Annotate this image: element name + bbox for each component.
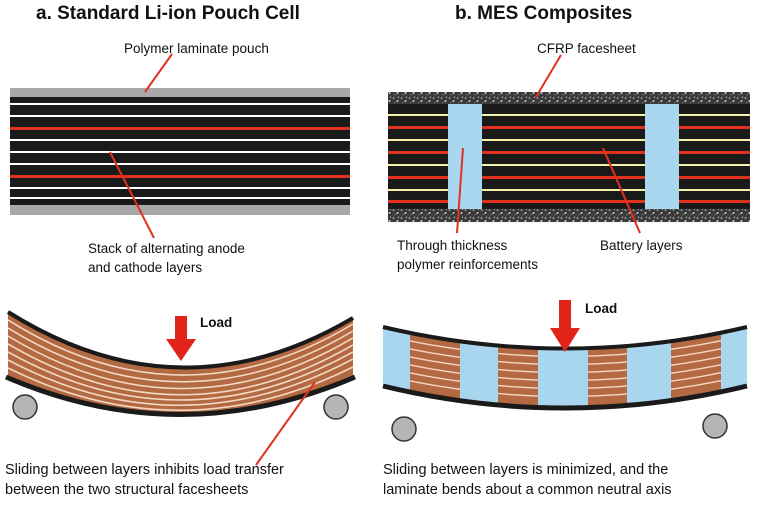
cfrp-bottom-facesheet: [388, 209, 750, 222]
pouch-bottom-sheet: [10, 205, 350, 215]
support-right-b: [702, 413, 728, 439]
load-label-a: Load: [200, 315, 233, 330]
pouch-cell-stack: [10, 88, 350, 215]
reinforcement-column: [645, 104, 679, 209]
pouch-top-sheet: [10, 88, 350, 97]
battery-segment: [498, 341, 538, 407]
caption-a-line1: Sliding between layers inhibits load tra…: [5, 462, 284, 478]
sliding-leader-a: [255, 381, 316, 466]
bent-pouch-cell: [5, 310, 356, 417]
panel-b-title: b. MES Composites: [455, 3, 633, 24]
caption-b-line1: Sliding between layers is minimized, and…: [383, 462, 669, 478]
facesheet-label: CFRP facesheet: [537, 41, 636, 56]
facesheet-leader: [535, 54, 562, 98]
stack-label-line2: and cathode layers: [88, 260, 203, 275]
support-left-a: [12, 394, 38, 420]
caption-a-line2: between the two structural facesheets: [5, 482, 249, 498]
cathode-layer: [10, 127, 350, 130]
stack-label-line1: Stack of alternating anode: [88, 241, 245, 256]
reinforcement-column: [448, 104, 482, 209]
load-arrow-a: [166, 316, 196, 361]
panel-a-title: a. Standard Li-ion Pouch Cell: [36, 3, 300, 24]
battery-leader: [602, 147, 641, 234]
cfrp-top-facesheet: [388, 92, 750, 104]
reinforcement-label-line1: Through thickness: [397, 238, 508, 253]
battery-segment: [410, 327, 460, 405]
support-right-a: [323, 394, 349, 420]
caption-b-line2: laminate bends about a common neutral ax…: [383, 482, 672, 498]
load-arrow-b: [550, 300, 580, 352]
reinforcement-leader: [456, 147, 464, 234]
cathode-layer: [10, 175, 350, 178]
support-left-b: [391, 416, 417, 442]
stack-leader: [109, 151, 155, 239]
pouch-leader: [144, 53, 173, 93]
battery-layers-label: Battery layers: [600, 238, 683, 253]
pouch-label: Polymer laminate pouch: [124, 41, 269, 56]
reinforcement-label-line2: polymer reinforcements: [397, 257, 539, 272]
mes-composite-flat: [388, 92, 750, 222]
load-label-b: Load: [585, 301, 618, 316]
